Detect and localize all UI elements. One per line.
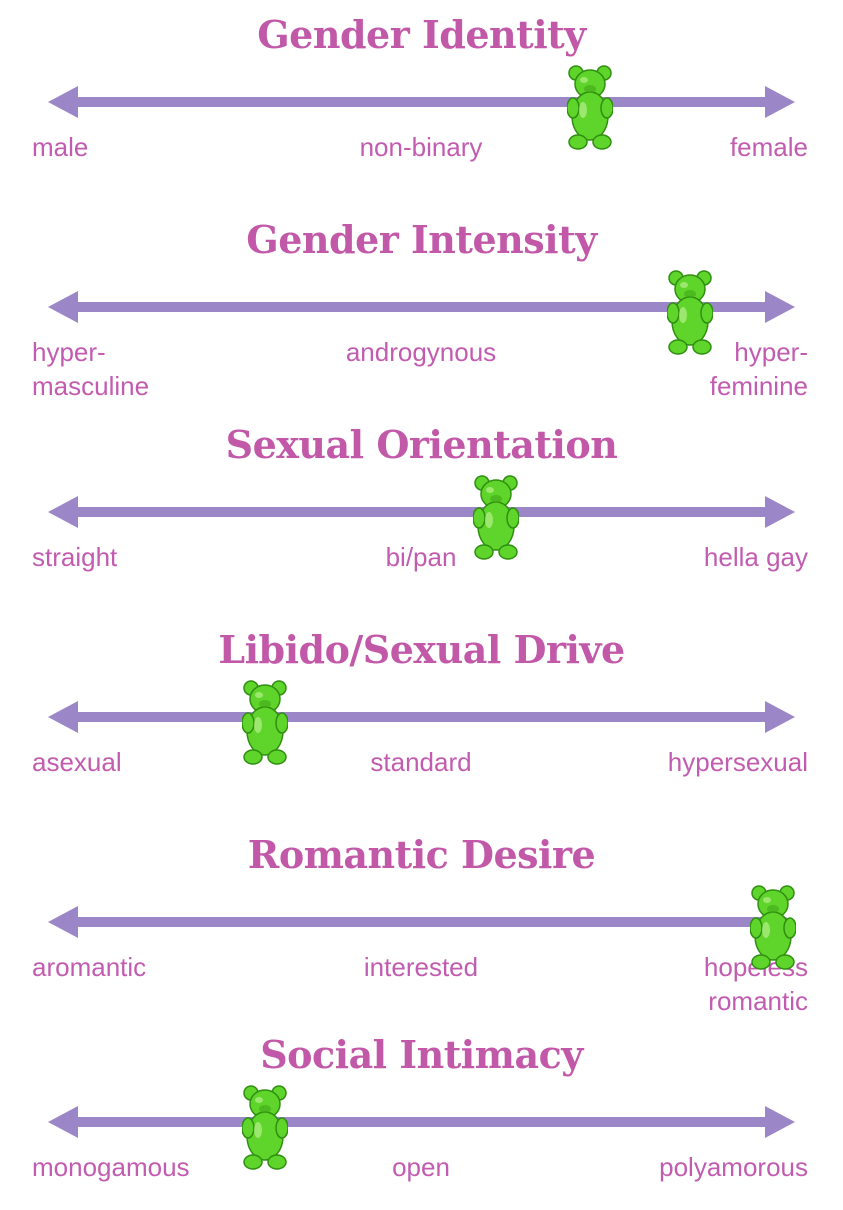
gummy-bear-icon <box>666 269 714 360</box>
scale-title: Gender Intensity <box>246 217 597 262</box>
scale-title: Libido/Sexual Drive <box>218 627 625 672</box>
label-center: open <box>392 1152 450 1182</box>
scale-1: Gender Identity male non-binary female <box>0 0 843 190</box>
label-center: androgynous <box>345 337 497 367</box>
label-center: bi/pan <box>385 542 457 572</box>
label-left: straight <box>32 542 118 572</box>
label-right: polyamorous <box>659 1152 808 1182</box>
label-left: hyper- masculine <box>32 337 150 401</box>
label-center: interested <box>363 952 479 982</box>
arrowhead-right <box>765 1106 795 1138</box>
scale-6: Social Intimacy monogamous open polyamorous <box>0 1020 843 1210</box>
arrowhead-right <box>765 496 795 528</box>
label-right: hyper- feminine <box>709 337 808 401</box>
double-arrow-axis <box>48 291 795 323</box>
scale-title: Gender Identity <box>257 12 586 57</box>
double-arrow-axis <box>48 86 795 118</box>
label-right: female <box>729 132 808 162</box>
arrowhead-left <box>48 1106 78 1138</box>
double-arrow-axis <box>48 701 795 733</box>
scale-title: Romantic Desire <box>247 832 596 877</box>
scale-2: Gender Intensity hyper- masculine androgyn… <box>0 205 843 401</box>
arrowhead-right <box>765 291 795 323</box>
label-right: hypersexual <box>667 747 808 777</box>
label-left: monogamous <box>32 1152 190 1182</box>
gummy-bear-icon <box>472 474 520 565</box>
label-left: asexual <box>32 747 122 777</box>
arrowhead-right <box>765 86 795 118</box>
double-arrow-axis <box>48 496 795 528</box>
gummy-bear-icon <box>749 884 797 975</box>
gummy-bear-icon <box>566 64 614 155</box>
label-center: standard <box>370 747 472 777</box>
double-arrow-axis <box>48 1106 795 1138</box>
arrowhead-right <box>765 701 795 733</box>
arrowhead-left <box>48 906 78 938</box>
label-left: male <box>32 132 89 162</box>
scale-5: Romantic Desirearomanticinterestedhopele… <box>0 820 843 1016</box>
label-center: non-binary <box>359 132 483 162</box>
label-left: aromantic <box>32 952 147 982</box>
arrowhead-left <box>48 86 78 118</box>
arrowhead-left <box>48 291 78 323</box>
gummy-bear-icon <box>241 1084 289 1175</box>
scale-title: Social Intimacy <box>260 1032 583 1077</box>
arrowhead-left <box>48 701 78 733</box>
scale-title: Sexual Orientation <box>225 422 618 467</box>
arrowhead-left <box>48 496 78 528</box>
scale-3: Sexual Orientation straight bi/pan hella ga… <box>0 410 843 600</box>
label-right: hella gay <box>703 542 808 572</box>
gummy-bear-icon <box>241 679 289 770</box>
scale-4: Libido/Sexual Drive asexual standard hypers… <box>0 615 843 805</box>
